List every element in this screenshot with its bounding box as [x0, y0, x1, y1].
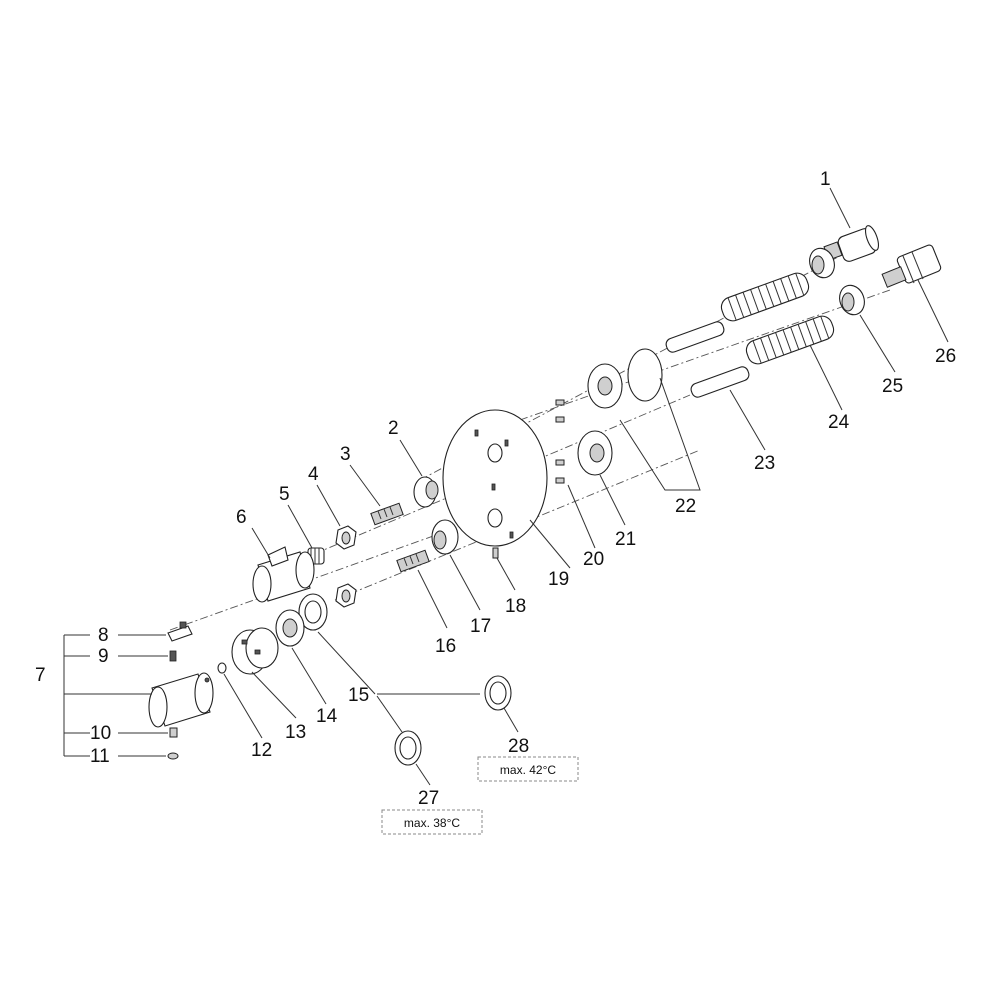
- part-24-flex-hoses: [720, 272, 835, 365]
- label-7: 7: [35, 665, 46, 686]
- part-15-stop-ring: [298, 593, 328, 631]
- label-8: 8: [98, 625, 109, 646]
- label-25: 25: [882, 376, 903, 397]
- part-17-adapter: [431, 519, 459, 555]
- label-3: 3: [340, 444, 351, 465]
- part-labels: 1 2 3 4 5 6 7 8 9 10 11 12 13 14 15 16 1…: [35, 169, 956, 809]
- part-18-pin: [492, 547, 499, 559]
- label-28: 28: [508, 736, 529, 757]
- label-14: 14: [316, 706, 338, 727]
- part-27-stop-ring: [394, 730, 422, 766]
- part-8-lever: [167, 621, 193, 642]
- label-23: 23: [754, 453, 775, 474]
- part-12-screw: [217, 662, 227, 674]
- upper-union-nut: [809, 247, 835, 279]
- label-2: 2: [388, 418, 399, 439]
- label-9: 9: [98, 646, 109, 667]
- label-16: 16: [435, 636, 456, 657]
- label-24: 24: [828, 412, 850, 433]
- part-6-handle: [252, 546, 315, 603]
- part-26-thermostat-cartridge: [881, 244, 942, 288]
- label-20: 20: [583, 549, 604, 570]
- label-1: 1: [820, 169, 831, 190]
- label-18: 18: [505, 596, 526, 617]
- part-28-stop-ring: [484, 675, 512, 711]
- leader-lines: [63, 187, 949, 786]
- part-3-spindle: [370, 502, 404, 526]
- label-26: 26: [935, 346, 956, 367]
- part-23-extension-tubes: [665, 321, 750, 398]
- lower-nut: [335, 583, 357, 608]
- note-27-text: max. 38°C: [404, 816, 460, 830]
- part-14-ring: [275, 609, 305, 647]
- note-28-text: max. 42°C: [500, 763, 556, 777]
- label-15: 15: [348, 685, 369, 706]
- label-11: 11: [90, 746, 110, 767]
- label-17: 17: [470, 616, 491, 637]
- label-13: 13: [285, 722, 306, 743]
- part-16-spindle: [396, 549, 430, 573]
- part-13-limiter-body: [231, 627, 279, 675]
- part-11-disc: [167, 752, 179, 760]
- note-28: max. 42°C: [477, 756, 579, 782]
- label-10: 10: [90, 723, 111, 744]
- label-22: 22: [675, 496, 696, 517]
- part-19-cover-plate: [442, 409, 548, 547]
- part-20-screws: [555, 399, 565, 484]
- label-4: 4: [308, 464, 319, 485]
- label-27: 27: [418, 788, 439, 809]
- part-22-rosette-seal: [587, 348, 663, 409]
- part-9-spring: [169, 650, 177, 662]
- label-5: 5: [279, 484, 290, 505]
- label-21: 21: [615, 529, 636, 550]
- part-21-rosette: [577, 430, 613, 476]
- label-19: 19: [548, 569, 569, 590]
- part-10-insert: [169, 727, 178, 738]
- label-12: 12: [251, 740, 272, 761]
- part-2-adapter: [413, 476, 439, 508]
- note-27: max. 38°C: [381, 809, 483, 835]
- label-6: 6: [236, 507, 247, 528]
- part-25-union-nut: [839, 284, 865, 316]
- part-7-knob: [148, 672, 214, 728]
- part-4-nut: [335, 525, 357, 550]
